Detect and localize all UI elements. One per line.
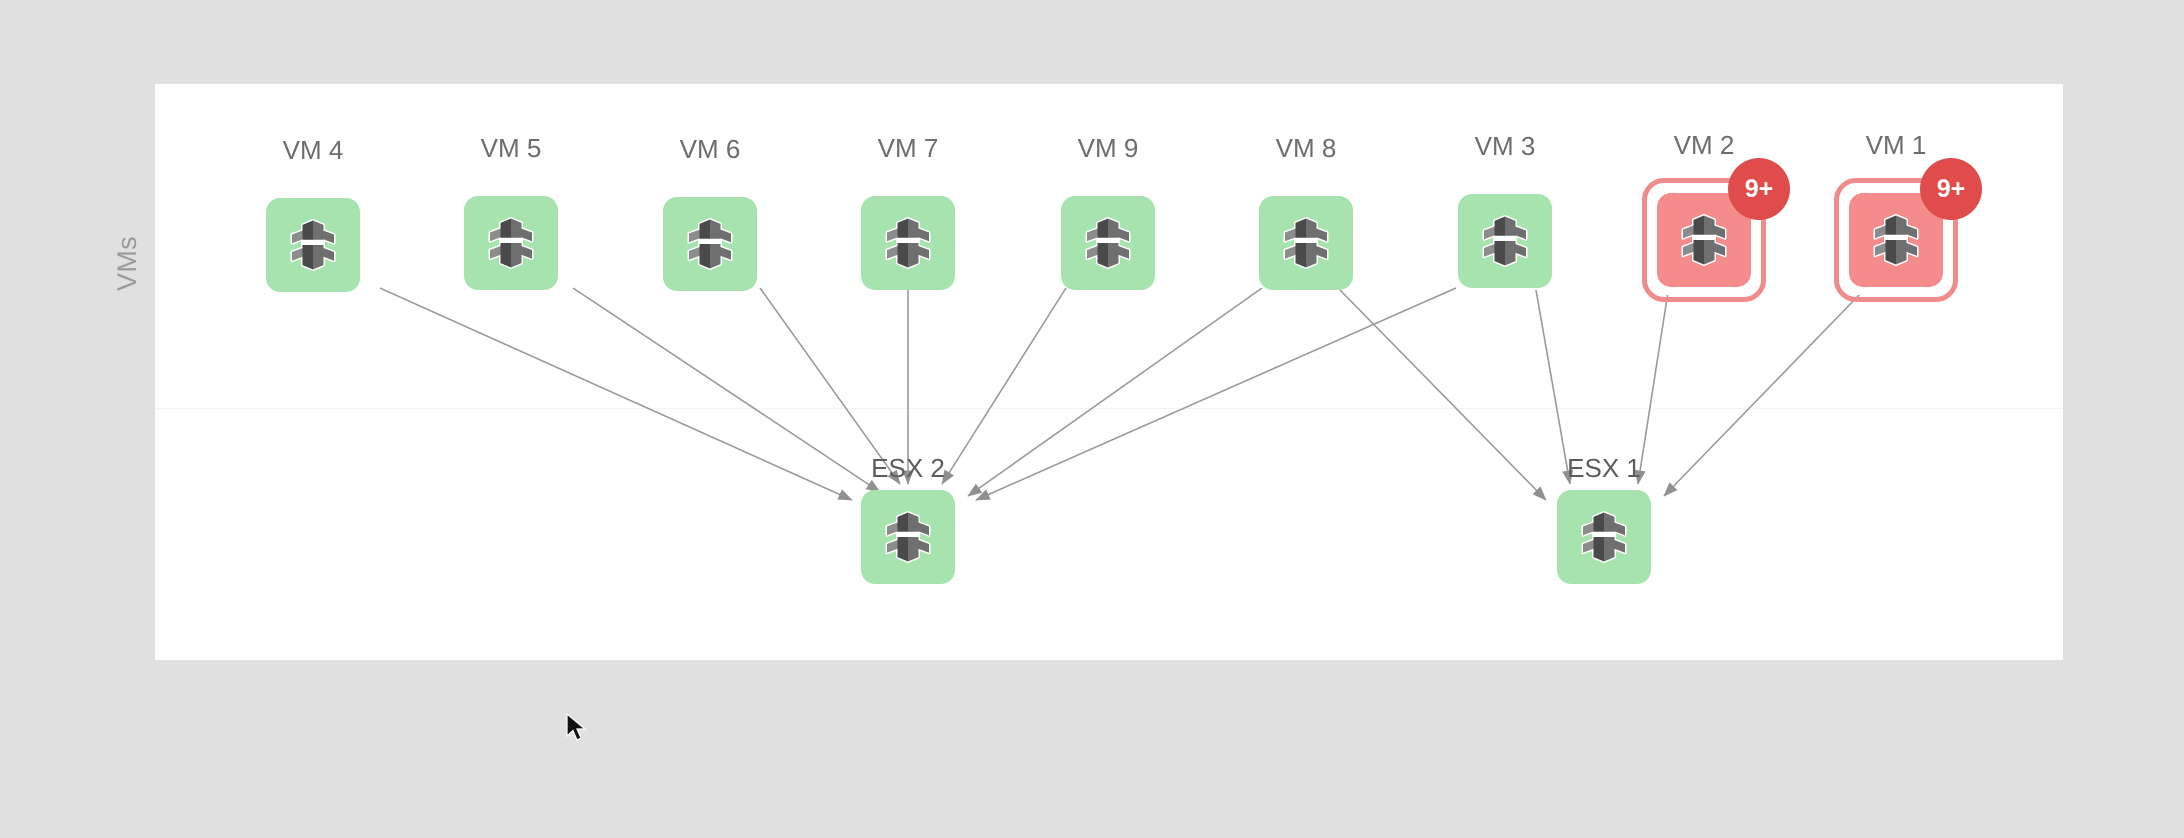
vm-label-vm5: VM 5 [480, 133, 542, 163]
selection-ring-gap [1841, 185, 1951, 295]
vm-label-vm6: VM 6 [679, 134, 741, 164]
vm-label-vm7: VM 7 [877, 133, 939, 163]
selection-ring [1834, 178, 1958, 302]
server-icon [1681, 214, 1727, 266]
server-icon [1085, 217, 1131, 269]
node-box[interactable] [861, 490, 955, 584]
vm-label-vm9: VM 9 [1077, 133, 1139, 163]
node-box[interactable] [1557, 490, 1651, 584]
node-box[interactable] [1259, 196, 1353, 290]
server-icon [290, 219, 336, 271]
lane-label-vms: VMs [112, 236, 142, 291]
node-box[interactable] [663, 197, 757, 291]
server-icon [1482, 215, 1528, 267]
vm-label-vm1: VM 1 [1865, 130, 1927, 160]
node-box[interactable] [1061, 196, 1155, 290]
server-icon [687, 218, 733, 270]
vm-label-vm4: VM 4 [282, 135, 344, 165]
selection-ring [1642, 178, 1766, 302]
alert-badge-vm1[interactable]: 9+ [1920, 158, 1982, 220]
mouse-cursor [566, 713, 587, 741]
server-icon [1873, 214, 1919, 266]
hypervisor-label-esx2: ESX 2 [871, 453, 945, 483]
lane-gutter: VMs Hypervisors [100, 0, 187, 838]
hypervisor-label-esx1: ESX 1 [1567, 453, 1641, 483]
vm-label-vm2: VM 2 [1673, 130, 1735, 160]
lane-divider [155, 408, 2063, 409]
server-icon [885, 217, 931, 269]
node-box[interactable] [464, 196, 558, 290]
vm-label-vm3: VM 3 [1474, 131, 1536, 161]
lane-label-hypervisors: Hypervisors [100, 463, 187, 609]
selection-ring-gap [1649, 185, 1759, 295]
server-icon [885, 511, 931, 563]
node-box[interactable] [861, 196, 955, 290]
server-icon [1283, 217, 1329, 269]
server-icon [488, 217, 534, 269]
node-box[interactable] [266, 198, 360, 292]
vm-label-vm8: VM 8 [1275, 133, 1337, 163]
server-icon [1581, 511, 1627, 563]
node-box[interactable] [1458, 194, 1552, 288]
alert-badge-vm2[interactable]: 9+ [1728, 158, 1790, 220]
